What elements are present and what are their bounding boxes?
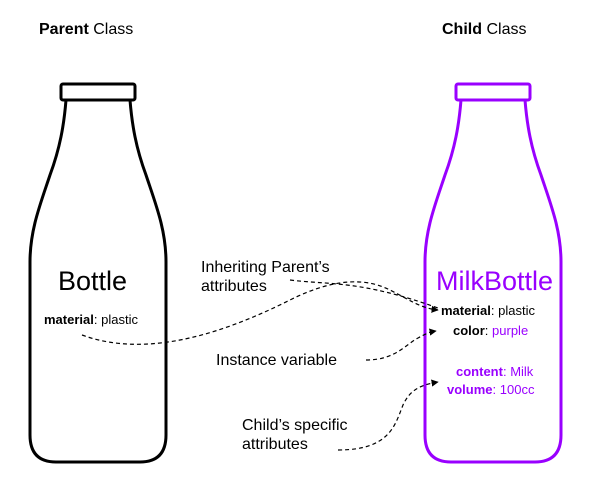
parent-material-attr: material: plastic [44,312,138,327]
inherit-connector [81,281,439,345]
specific-annotation: Child’s specific attributes [242,417,348,453]
parent-class-name: Bottle [58,266,128,296]
inherit-annotation: Inheriting Parent’s attributes [201,259,330,295]
instance-pointer [365,328,437,361]
child-material-attr: material: plastic [441,303,535,318]
parent-bottle-outline [28,82,168,464]
specific-pointer [337,379,439,451]
child-color-attr: color: purple [453,323,529,338]
parent-class-heading: Parent Class [39,21,134,38]
child-content-attr: content: Milk [456,364,534,379]
child-bottle-outline [423,82,563,464]
child-class-name: MilkBottle [436,266,554,296]
instance-annotation: Instance variable [216,352,337,369]
child-class-heading: Child Class [442,21,527,38]
child-volume-attr: volume: 100cc [447,382,535,397]
